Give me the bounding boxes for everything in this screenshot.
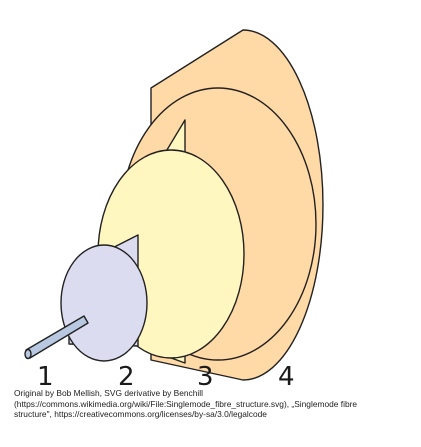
attribution-caption: Original by Bob Mellish, SVG derivative …	[14, 388, 414, 420]
cladding-layer	[60, 234, 148, 362]
label-4: 4	[278, 362, 295, 392]
credit-line-1: Original by Bob Mellish, SVG derivative …	[14, 388, 203, 398]
credit-line-3: structure", https://creativecommons.org/…	[14, 409, 267, 420]
core-end	[24, 348, 32, 360]
fibre-structure-diagram: 1 2 3 4	[24, 29, 324, 392]
label-2: 2	[118, 362, 135, 392]
core-layer	[24, 315, 89, 360]
label-1: 1	[37, 362, 54, 392]
layer-number-labels: 1 2 3 4	[37, 362, 295, 392]
credit-line-2: (https://commons.wikimedia.org/wiki/File…	[14, 398, 358, 409]
label-3: 3	[197, 362, 214, 392]
cladding-face	[60, 244, 148, 362]
